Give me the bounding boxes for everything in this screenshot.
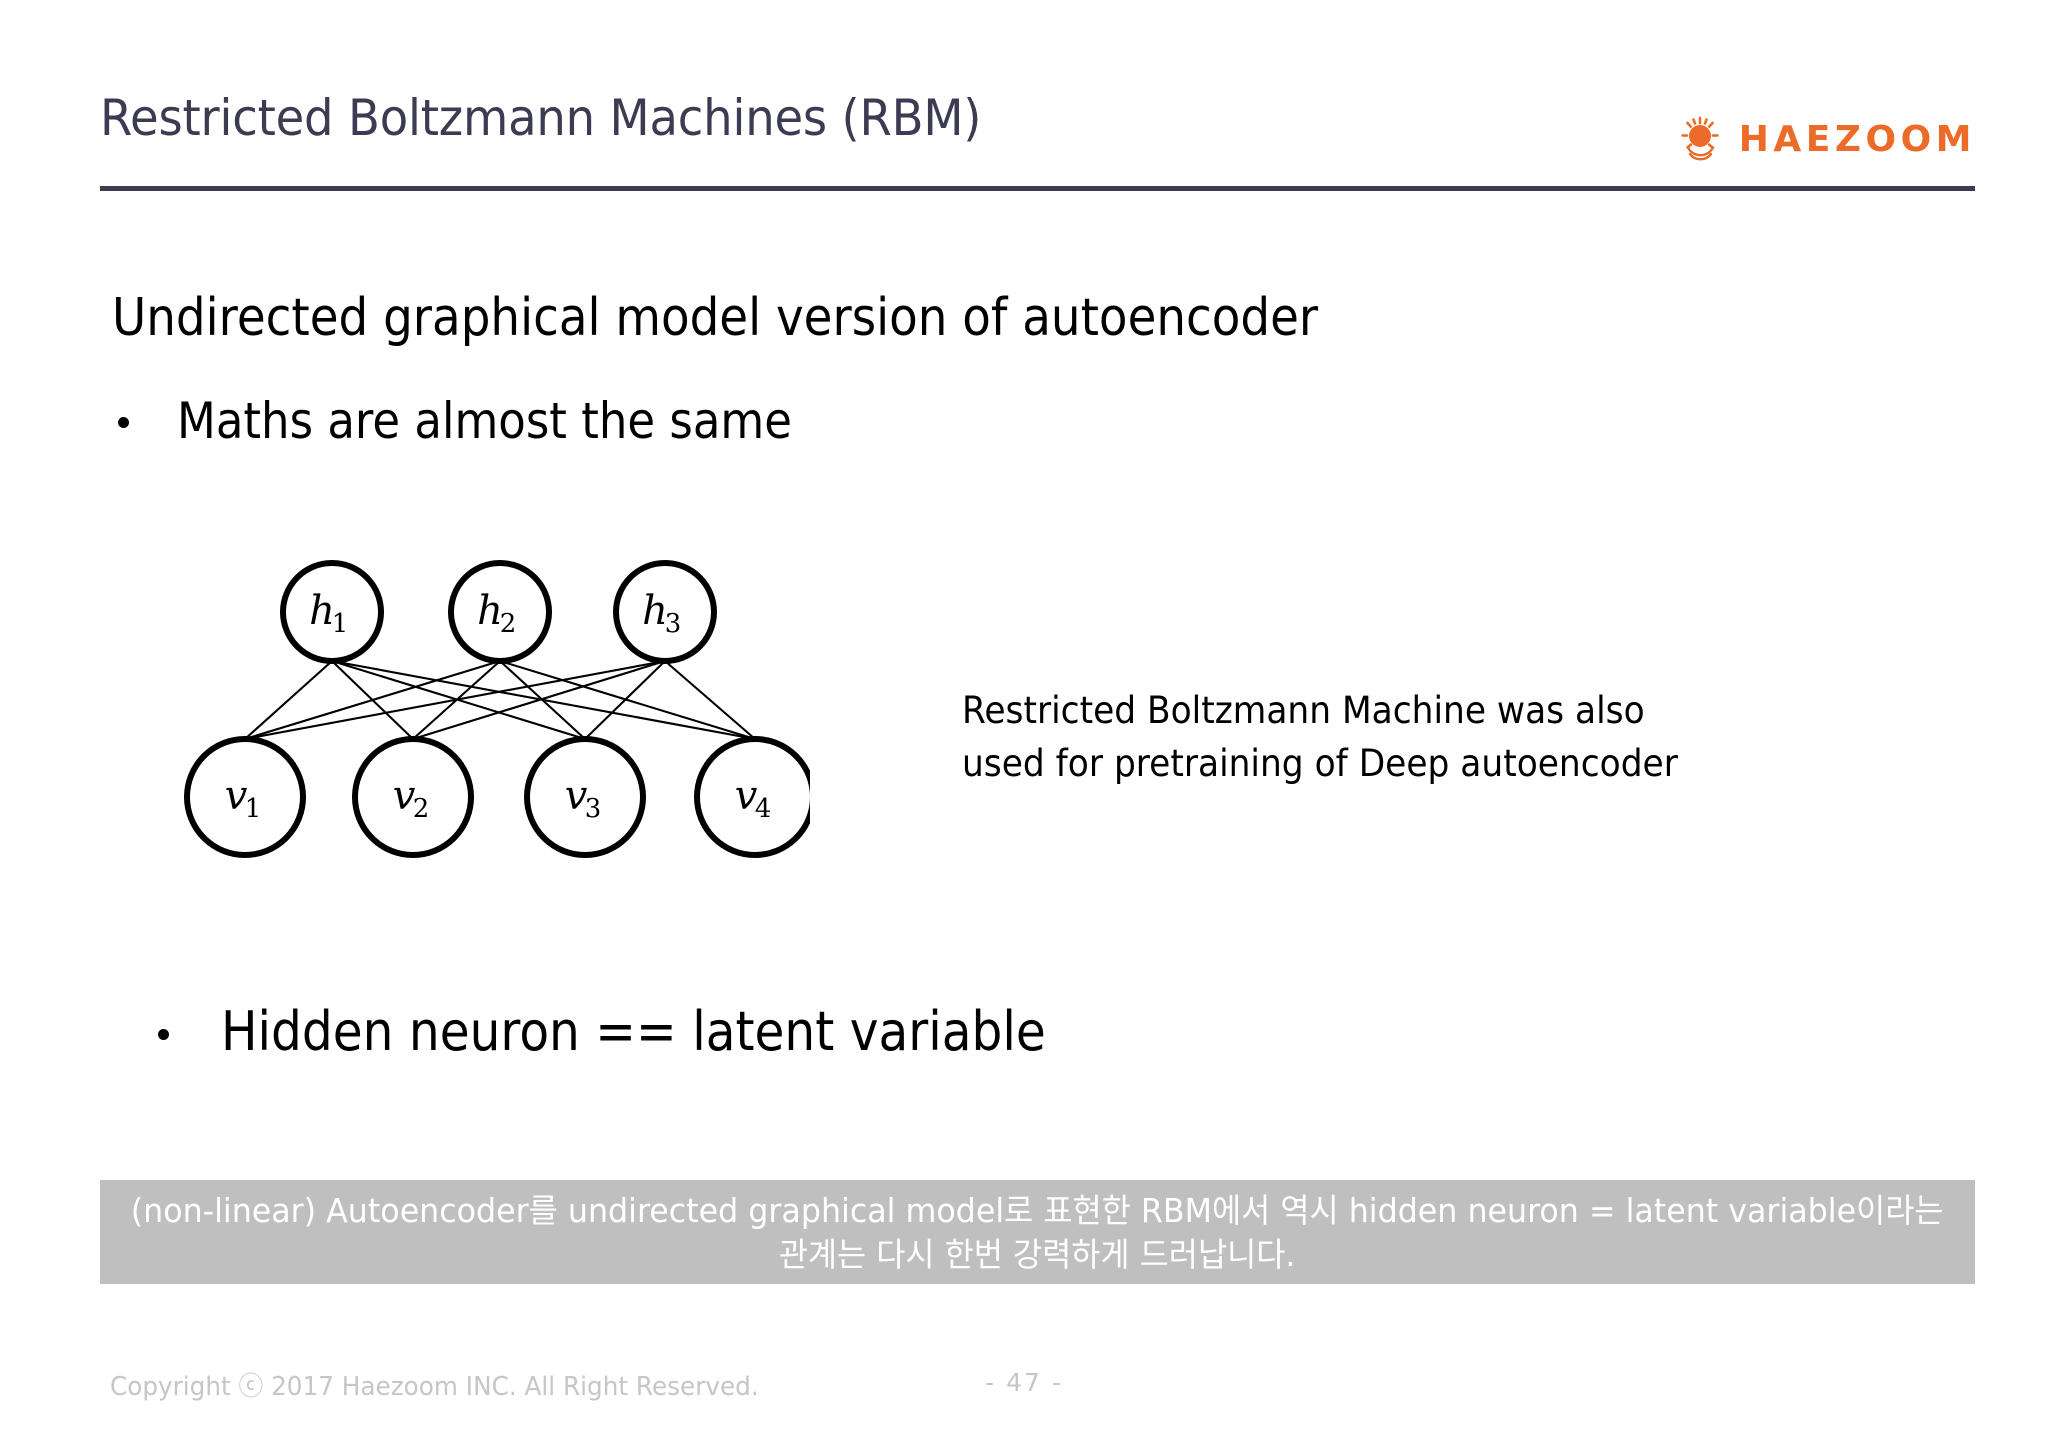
svg-text:v: v bbox=[393, 773, 416, 819]
brand-logo: HAEZOOM bbox=[1675, 112, 1976, 168]
visible-layer-nodes: v 1 v 2 v 3 v 4 bbox=[184, 736, 810, 858]
node-v2: v 2 bbox=[352, 736, 474, 858]
caption-line-1: (non-linear) Autoencoder를 undirected gra… bbox=[131, 1191, 1944, 1231]
svg-text:v: v bbox=[735, 773, 758, 819]
svg-text:2: 2 bbox=[500, 609, 517, 639]
svg-text:h: h bbox=[477, 588, 503, 634]
bullet-dot-icon bbox=[118, 417, 129, 428]
diagram-edges bbox=[244, 659, 756, 741]
node-h3: h 3 bbox=[613, 560, 717, 664]
node-v1: v 1 bbox=[184, 736, 306, 858]
sun-icon bbox=[1675, 114, 1727, 166]
svg-text:v: v bbox=[225, 773, 248, 819]
bullet-label: Hidden neuron == latent variable bbox=[221, 1000, 1046, 1063]
svg-text:4: 4 bbox=[755, 794, 772, 824]
bullet-dot-icon bbox=[158, 1029, 169, 1040]
bullet-label: Maths are almost the same bbox=[177, 392, 792, 450]
hidden-layer-nodes: h 1 h 2 h 3 bbox=[280, 560, 717, 664]
side-note-line-2: used for pretraining of Deep autoencoder bbox=[962, 741, 1678, 785]
svg-text:3: 3 bbox=[665, 609, 682, 639]
node-h1: h 1 bbox=[280, 560, 384, 664]
rbm-bipartite-graph: h 1 h 2 h 3 v 1 bbox=[110, 520, 810, 880]
side-note-line-1: Restricted Boltzmann Machine was also bbox=[962, 689, 1645, 732]
svg-text:h: h bbox=[309, 588, 335, 634]
brand-name: HAEZOOM bbox=[1738, 119, 1976, 160]
bullet-hidden-neuron-latent-variable: Hidden neuron == latent variable bbox=[158, 1000, 1137, 1063]
node-h2: h 2 bbox=[448, 560, 552, 664]
svg-text:1: 1 bbox=[332, 609, 349, 639]
node-v3: v 3 bbox=[524, 736, 646, 858]
svg-text:1: 1 bbox=[245, 794, 262, 824]
svg-text:h: h bbox=[642, 588, 668, 634]
page-title: Restricted Boltzmann Machines (RBM) bbox=[100, 89, 982, 147]
footer-copyright: Copyright ⓒ 2017 Haezoom INC. All Right … bbox=[110, 1372, 759, 1402]
bullet-maths-are-almost-the-same: Maths are almost the same bbox=[118, 392, 860, 450]
node-v4: v 4 bbox=[694, 736, 810, 858]
header-divider bbox=[100, 186, 1975, 191]
svg-text:v: v bbox=[565, 773, 588, 819]
caption-band: (non-linear) Autoencoder를 undirected gra… bbox=[100, 1180, 1975, 1284]
svg-text:2: 2 bbox=[413, 794, 430, 824]
svg-text:3: 3 bbox=[585, 794, 602, 824]
caption-line-2: 관계는 다시 한번 강력하게 드러납니다. bbox=[779, 1235, 1296, 1274]
side-note: Restricted Boltzmann Machine was also us… bbox=[962, 685, 1678, 790]
lead-heading: Undirected graphical model version of au… bbox=[112, 288, 1319, 348]
page-number: - 47 - bbox=[985, 1368, 1063, 1397]
